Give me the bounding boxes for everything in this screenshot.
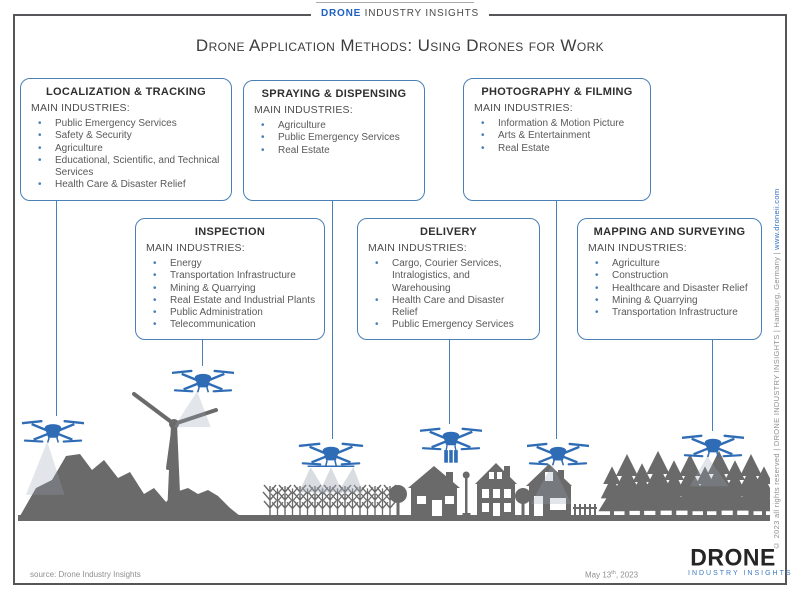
- street-lamp: [462, 471, 471, 516]
- package-icon: [444, 450, 458, 463]
- category-box-delivery: DELIVERY MAIN INDUSTRIES: Cargo, Courier…: [357, 218, 540, 340]
- website-link[interactable]: www.droneii.com: [772, 188, 781, 250]
- industry-item: Health Care and Disaster Relief: [366, 295, 531, 320]
- industry-item: Public Emergency Services: [29, 118, 223, 131]
- top-tab-line: [316, 2, 474, 3]
- industry-item: Construction: [586, 270, 753, 283]
- industry-item: Telecommunication: [144, 319, 316, 332]
- copyright-text: © 2023 all rights reserved | DRONE INDUS…: [772, 249, 781, 550]
- category-title: INSPECTION: [194, 226, 266, 238]
- main-industries-label: MAIN INDUSTRIES:: [254, 104, 353, 116]
- spraying-drone-icon: [298, 442, 364, 493]
- mapping-drone-icon: [682, 434, 744, 487]
- industry-item: Public Administration: [144, 307, 316, 320]
- category-title: LOCALIZATION & TRACKING: [45, 86, 207, 98]
- landscape-illustration: [18, 392, 770, 521]
- company-logo: DRONE INDUSTRY INSIGHTS: [688, 543, 793, 577]
- house: [475, 463, 517, 516]
- industry-item: Mining & Quarrying: [586, 295, 753, 308]
- date-day: May 13: [585, 570, 612, 580]
- connector-line: [712, 339, 713, 431]
- main-industries-label: MAIN INDUSTRIES:: [31, 102, 130, 114]
- industry-item: Information & Motion Picture: [472, 118, 642, 131]
- wind-turbine: [132, 392, 218, 516]
- fence: [573, 504, 597, 516]
- date-label: May 13th, 2023: [585, 570, 638, 580]
- round-tree: [389, 485, 407, 516]
- date-ordinal: th: [611, 570, 616, 576]
- brand-header: DRONE INDUSTRY INSIGHTS: [310, 6, 490, 21]
- ground: [18, 515, 770, 521]
- industry-item: Transportation Infrastructure: [144, 270, 316, 283]
- page-title: Drone Application Methods: Using Drones …: [195, 36, 605, 55]
- industry-item: Health Care & Disaster Relief: [29, 179, 223, 192]
- category-box-inspection: INSPECTION MAIN INDUSTRIES: EnergyTransp…: [135, 218, 325, 340]
- house: [526, 464, 572, 516]
- localization-tracking-drone-icon: [22, 420, 84, 495]
- connector-line: [202, 339, 203, 366]
- brand-name: DRONE: [320, 8, 362, 19]
- category-title: PHOTOGRAPHY & FILMING: [481, 86, 633, 98]
- connector-line: [556, 200, 557, 439]
- industry-item: Agriculture: [29, 143, 223, 156]
- category-box-mapping-surveying: MAPPING AND SURVEYING MAIN INDUSTRIES: A…: [577, 218, 762, 340]
- industry-item: Arts & Entertainment: [472, 130, 642, 143]
- industry-item: Real Estate: [472, 143, 642, 156]
- category-title: MAPPING AND SURVEYING: [593, 226, 746, 238]
- industry-item: Healthcare and Disaster Relief: [586, 283, 753, 296]
- industries-list: Cargo, Courier Services, Intralogistics,…: [366, 258, 531, 332]
- connector-line: [56, 200, 57, 416]
- date-year: , 2023: [615, 570, 639, 580]
- industry-item: Real Estate: [252, 145, 416, 158]
- round-tree: [515, 488, 531, 516]
- main-industries-label: MAIN INDUSTRIES:: [368, 242, 467, 254]
- industries-list: Public Emergency ServicesSafety & Securi…: [29, 118, 223, 192]
- category-title: SPRAYING & DISPENSING: [261, 88, 407, 100]
- connector-line: [449, 339, 450, 424]
- logo-tagline: INDUSTRY INSIGHTS: [688, 570, 793, 577]
- inspection-drone-icon: [172, 369, 234, 428]
- industry-item: Agriculture: [586, 258, 753, 271]
- mountains: [20, 454, 240, 516]
- main-industries-label: MAIN INDUSTRIES:: [146, 242, 245, 254]
- category-box-spraying-dispensing: SPRAYING & DISPENSING MAIN INDUSTRIES: A…: [243, 80, 425, 201]
- category-title: DELIVERY: [419, 226, 477, 238]
- main-industries-label: MAIN INDUSTRIES:: [474, 102, 573, 114]
- industry-item: Cargo, Courier Services, Intralogistics,…: [366, 258, 531, 295]
- industry-item: Agriculture: [252, 120, 416, 133]
- category-box-localization-tracking: LOCALIZATION & TRACKING MAIN INDUSTRIES:…: [20, 78, 232, 201]
- logo-wordmark: DRONE: [690, 543, 776, 571]
- industry-item: Transportation Infrastructure: [586, 307, 753, 320]
- industry-item: Public Emergency Services: [366, 319, 531, 332]
- industry-item: Safety & Security: [29, 130, 223, 143]
- source-note: source: Drone Industry Insights: [30, 570, 141, 579]
- brand-suffix: INDUSTRY INSIGHTS: [361, 8, 480, 19]
- industries-list: EnergyTransportation InfrastructureMinin…: [144, 258, 316, 332]
- industries-list: AgricultureConstructionHealthcare and Di…: [586, 258, 753, 320]
- industry-item: Educational, Scientific, and Technical S…: [29, 155, 223, 180]
- industry-item: Energy: [144, 258, 316, 271]
- house: [408, 466, 460, 516]
- connector-line: [332, 200, 333, 439]
- photography-drone-icon: [527, 442, 589, 505]
- industries-list: Information & Motion PictureArts & Enter…: [472, 118, 642, 155]
- industry-item: Real Estate and Industrial Plants: [144, 295, 316, 308]
- delivery-drone-icon: [420, 427, 482, 463]
- industry-item: Public Emergency Services: [252, 132, 416, 145]
- industry-item: Mining & Quarrying: [144, 283, 316, 296]
- copyright-sidebar: © 2023 all rights reserved | DRONE INDUS…: [772, 150, 781, 550]
- industries-list: AgriculturePublic Emergency ServicesReal…: [252, 120, 416, 157]
- category-box-photography-filming: PHOTOGRAPHY & FILMING MAIN INDUSTRIES: I…: [463, 78, 651, 201]
- main-industries-label: MAIN INDUSTRIES:: [588, 242, 687, 254]
